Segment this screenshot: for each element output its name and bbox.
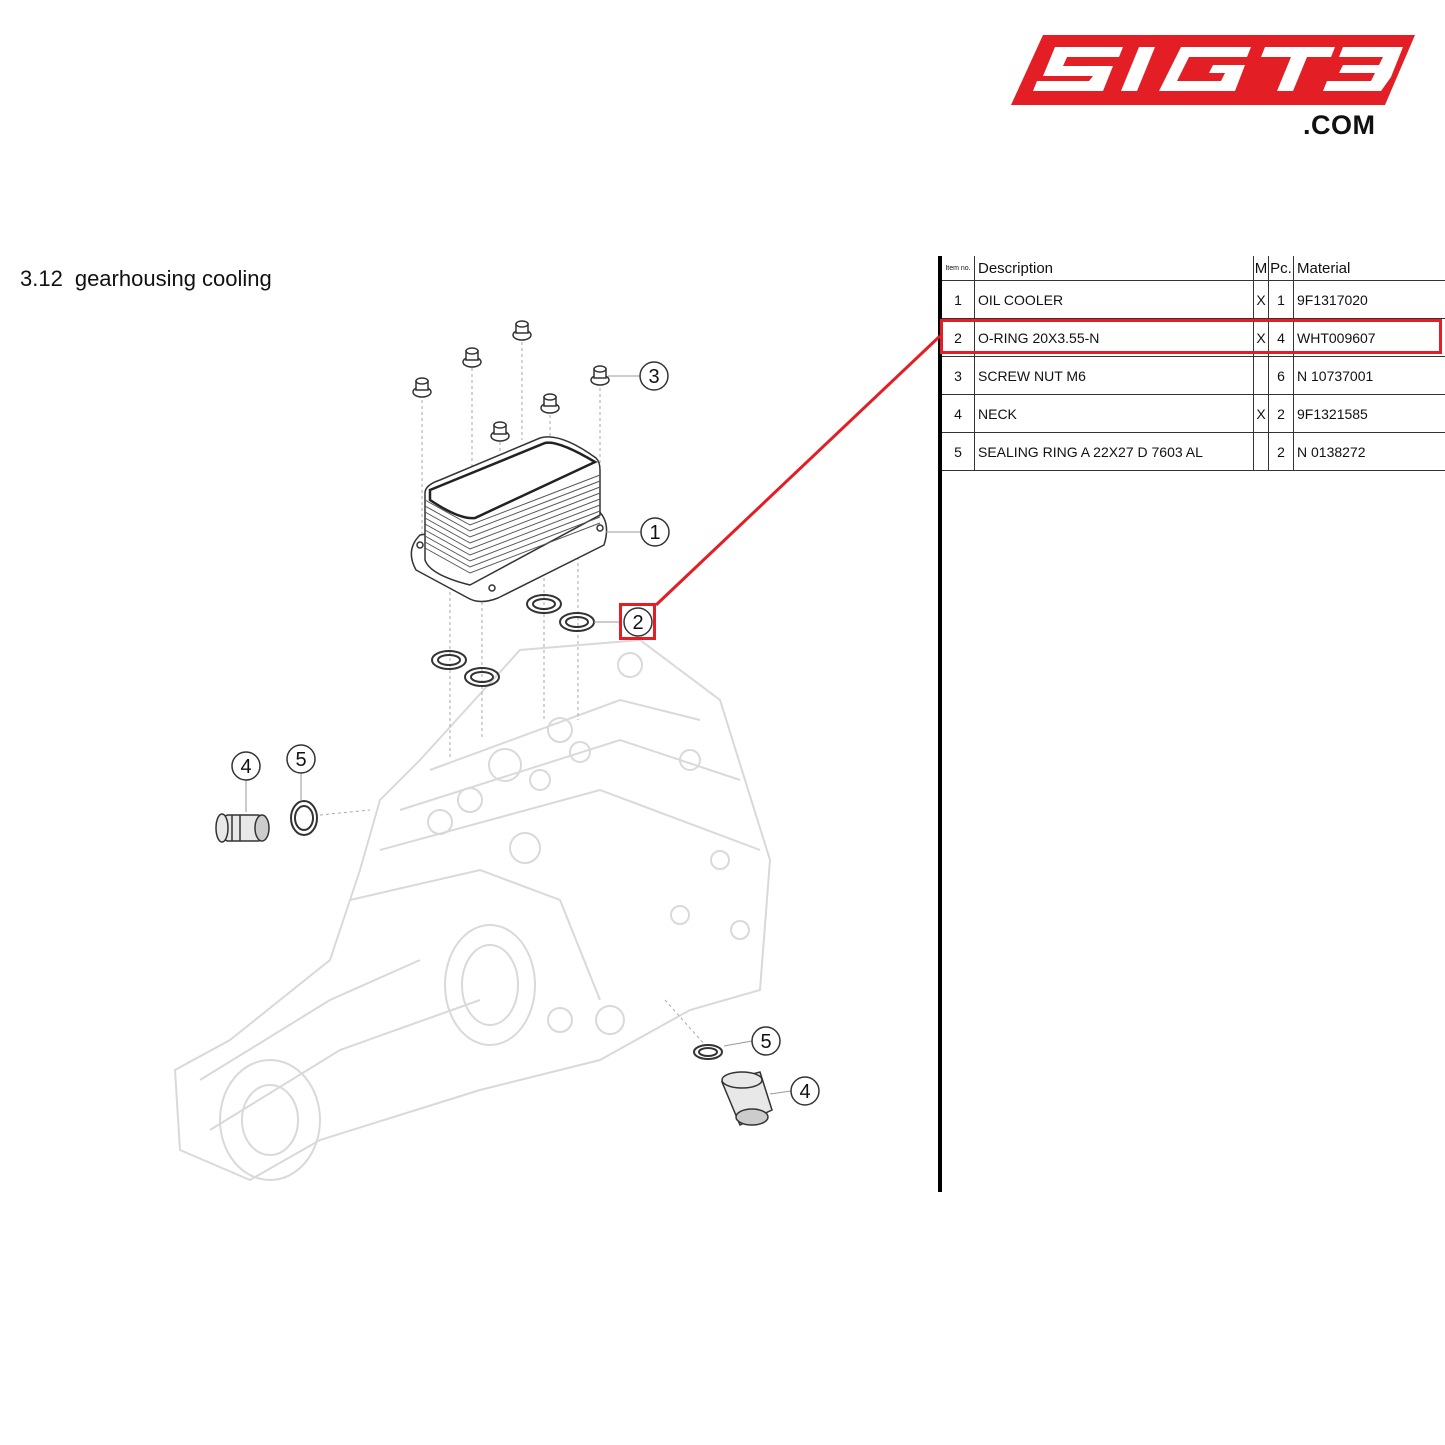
highlight-row-box [940,319,1442,354]
svg-text:1: 1 [649,522,660,544]
callout-1[interactable]: 1 [606,517,670,547]
svg-text:4: 4 [799,1081,810,1103]
header-material: Material [1293,256,1445,281]
svg-text:5: 5 [295,749,306,771]
header-m: M [1253,256,1269,281]
table-row[interactable]: 5 SEALING RING A 22X27 D 7603 AL 2 N 013… [942,432,1445,471]
row-description: O-RING 20X3.55-N [974,318,1254,357]
screw-nut-icon [412,377,432,398]
screw-nut-icon [490,421,510,442]
row-pc: 2 [1268,432,1294,471]
svg-text:3: 3 [648,366,659,388]
screw-nuts [412,320,610,442]
row-m [1253,356,1269,395]
header-description: Description [974,256,1254,281]
sealing-ring-left-icon [290,800,318,836]
table-header-row: Item no. Description M Pc. Material [942,256,1445,281]
row-pc: 6 [1268,356,1294,395]
highlight-callout-box [619,603,656,640]
o-rings [431,594,620,687]
svg-text:4: 4 [240,756,251,778]
row-material: WHT009607 [1293,318,1445,357]
row-item-no: 4 [942,394,975,433]
parts-table: Item no. Description M Pc. Material 1 OI… [942,256,1445,471]
row-description: NECK [974,394,1254,433]
row-item-no: 2 [942,318,975,357]
row-item-no: 5 [942,432,975,471]
callout-2[interactable]: 2 [623,607,653,637]
screw-nut-icon [462,347,482,368]
row-m [1253,432,1269,471]
neck-left-icon [215,813,270,843]
row-m: X [1253,318,1269,357]
row-description: SEALING RING A 22X27 D 7603 AL [974,432,1254,471]
svg-text:2: 2 [632,612,643,634]
oil-cooler-icon [410,436,608,603]
table-row[interactable]: 4 NECK X 2 9F1321585 [942,394,1445,433]
callout-5-left[interactable]: 5 [286,744,316,800]
sigt3-logo[interactable] [1005,33,1417,143]
row-description: OIL COOLER [974,280,1254,319]
section-title: 3.12 gearhousing cooling [20,266,272,292]
row-material: 9F1317020 [1293,280,1445,319]
table-divider [938,256,942,1192]
table-row[interactable]: 1 OIL COOLER X 1 9F1317020 [942,280,1445,319]
row-material: N 10737001 [1293,356,1445,395]
header-item-no: Item no. [942,256,975,281]
row-description: SCREW NUT M6 [974,356,1254,395]
sealing-ring-right-icon [693,1044,723,1060]
screw-nut-icon [512,320,532,341]
table-row-highlighted[interactable]: 2 O-RING 20X3.55-N X 4 WHT009607 [942,318,1445,357]
exploded-parts-diagram: 3 1 2 4 5 5 4 [173,320,820,1182]
section-number: 3.12 [20,266,63,291]
gearbox-housing [173,638,772,1182]
screw-nut-icon [590,365,610,386]
o-ring-icon [559,612,595,632]
row-m: X [1253,280,1269,319]
callout-4-right[interactable]: 4 [769,1076,820,1106]
screw-nut-icon [540,393,560,414]
row-item-no: 1 [942,280,975,319]
callout-3[interactable]: 3 [608,361,669,391]
neck-right-icon [720,1071,773,1127]
callout-4-left[interactable]: 4 [231,751,261,812]
guide-lines [319,342,706,1046]
table-row[interactable]: 3 SCREW NUT M6 6 N 10737001 [942,356,1445,395]
row-pc: 4 [1268,318,1294,357]
o-ring-icon [431,650,467,670]
row-material: N 0138272 [1293,432,1445,471]
row-pc: 2 [1268,394,1294,433]
svg-text:5: 5 [760,1031,771,1053]
header-pc: Pc. [1268,256,1294,281]
row-material: 9F1321585 [1293,394,1445,433]
o-ring-icon [464,667,500,687]
section-name: gearhousing cooling [74,266,272,291]
logo-domain-suffix: .COM [1303,110,1376,140]
o-ring-icon [526,594,562,614]
row-m: X [1253,394,1269,433]
callout-5-right[interactable]: 5 [723,1026,781,1056]
row-item-no: 3 [942,356,975,395]
row-pc: 1 [1268,280,1294,319]
